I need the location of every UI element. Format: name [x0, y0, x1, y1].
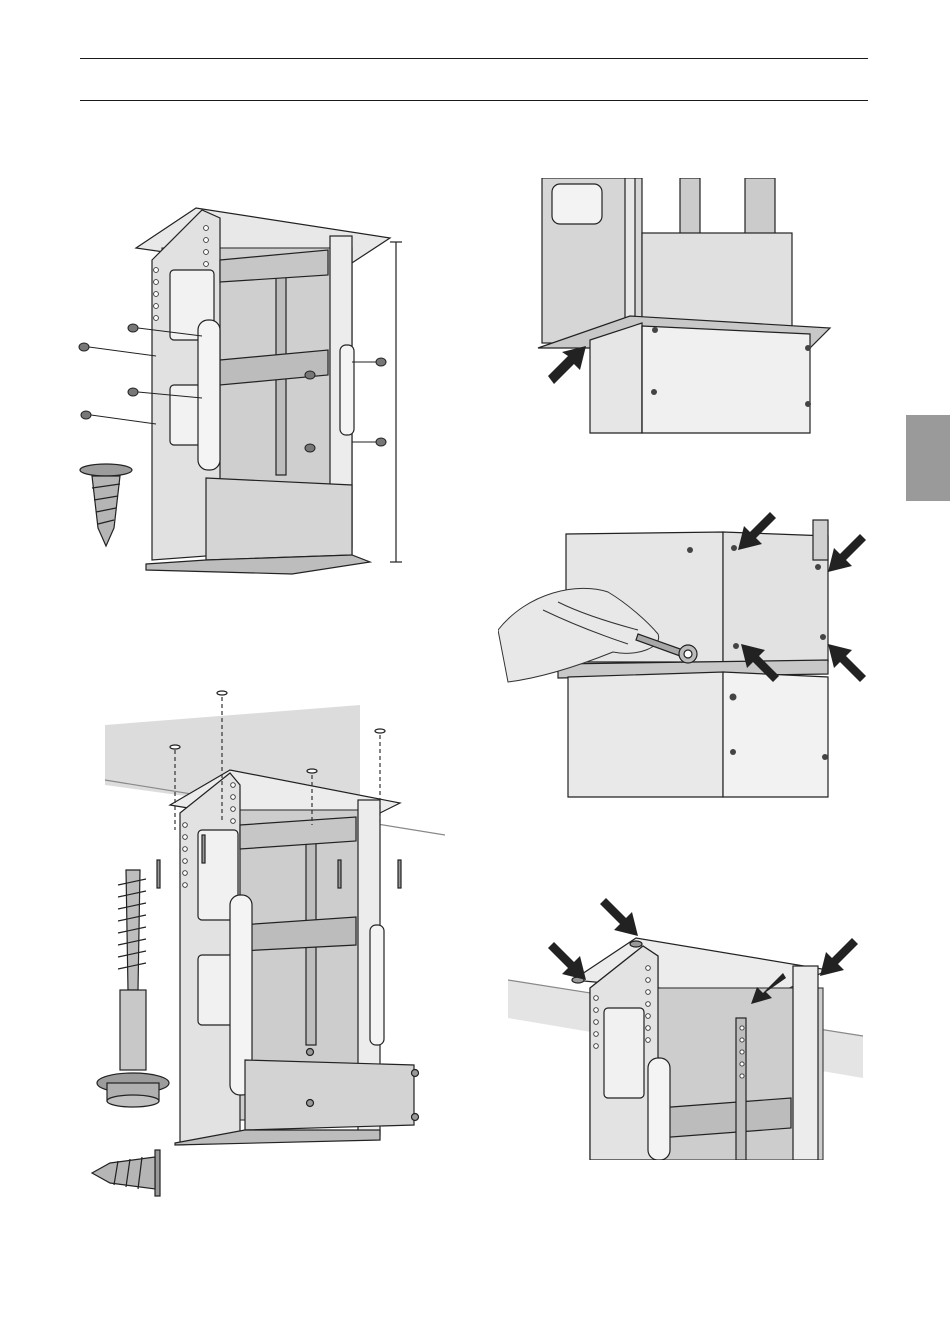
header-rule-bottom [80, 100, 868, 101]
self-tapping-screw-icon [92, 1150, 160, 1196]
figure-wrench-tightening [498, 512, 866, 802]
figure-chimney-alignment [530, 178, 840, 438]
section-tab [906, 415, 950, 501]
self-tapping-screw-icon [80, 464, 132, 546]
arrow-icon [548, 346, 586, 384]
flange-bolt-icon [97, 1073, 169, 1107]
figure-frame-with-side-screws [70, 200, 415, 580]
lag-screw-icon [118, 870, 146, 1070]
header-rule-top [80, 58, 868, 59]
figure-frame-ceiling-mounting [80, 685, 445, 1205]
figure-ceiling-flange-fit [508, 898, 868, 1160]
